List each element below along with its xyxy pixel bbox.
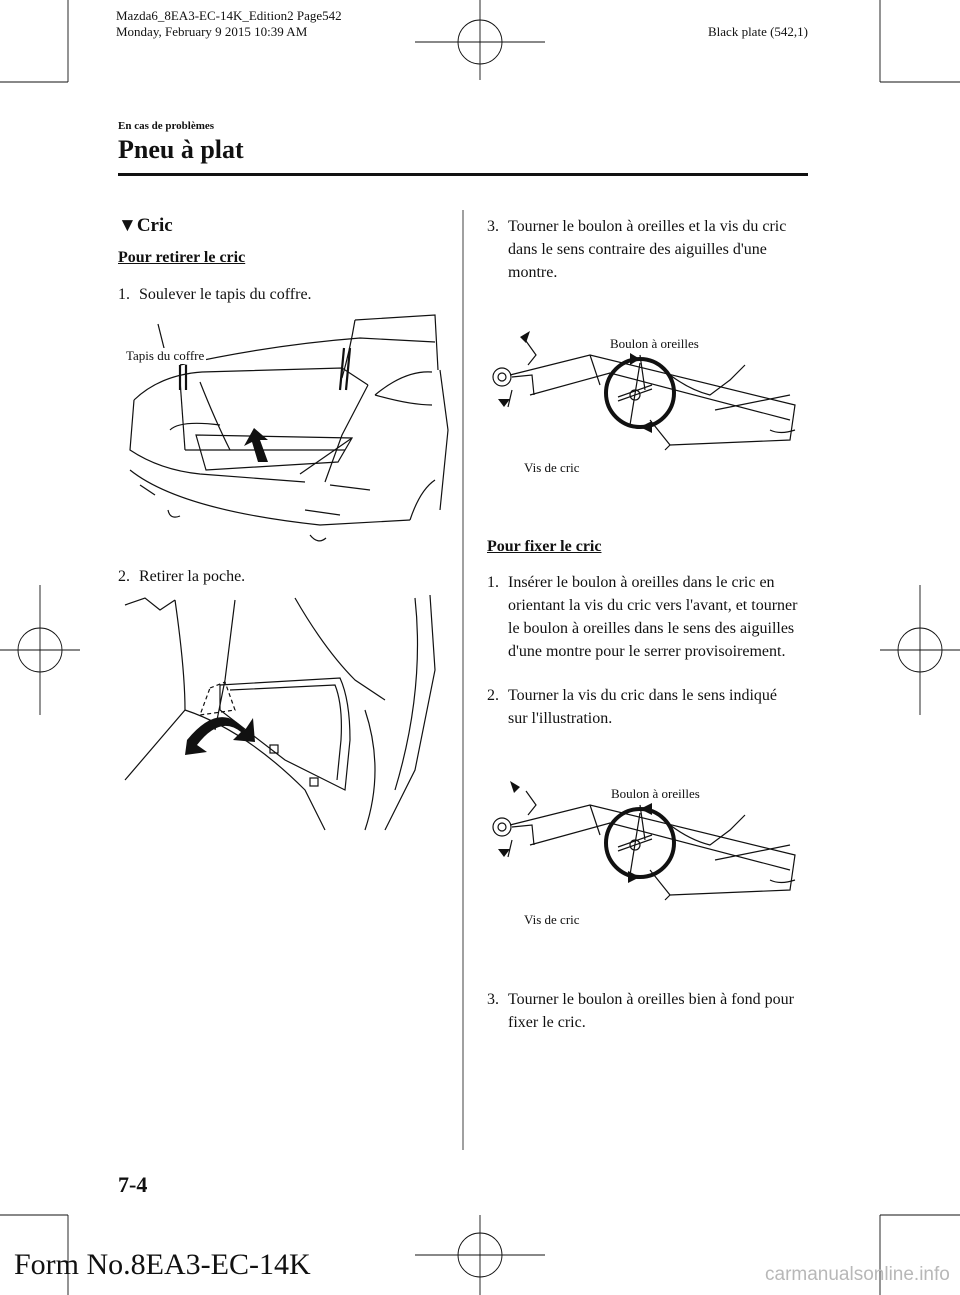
left-step-2: 2. Retirer la poche. [118, 565, 418, 588]
label-bolt-2: Boulon à oreilles [610, 786, 701, 802]
step-number: 3. [487, 218, 499, 235]
step-number: 3. [487, 991, 499, 1008]
step-text: Tourner la vis du cric dans le sens indi… [508, 687, 778, 727]
step-text: Tourner le boulon à oreilles et la vis d… [508, 218, 787, 281]
figure-jack-tighten [492, 781, 796, 901]
title-rule [118, 173, 808, 176]
figure-pouch [124, 594, 436, 831]
step-number: 2. [487, 687, 499, 704]
page-title: Pneu à plat [118, 135, 244, 164]
file-date: Monday, February 9 2015 10:39 AM [116, 24, 308, 39]
step-text: Insérer le boulon à oreilles dans le cri… [508, 574, 798, 660]
label-screw-1: Vis de cric [524, 460, 580, 475]
step-text: Soulever le tapis du coffre. [139, 286, 312, 303]
page-number: 7-4 [118, 1172, 148, 1197]
label-bolt-1: Boulon à oreilles [609, 336, 700, 352]
label-screw-2: Vis de cric [524, 912, 580, 927]
step-text: Tourner le boulon à oreilles bien à fond… [508, 991, 794, 1031]
section-heading: ▼Cric [118, 215, 173, 237]
subheading-remove-jack: Pour retirer le cric [118, 249, 246, 266]
form-number: Form No.8EA3-EC-14K [14, 1248, 311, 1281]
triangle-down-icon: ▼ [118, 215, 137, 236]
plate-info: Black plate (542,1) [708, 24, 808, 39]
figure-jack-loosen [492, 331, 796, 451]
subheading-fix-jack: Pour fixer le cric [487, 538, 602, 555]
step-number: 1. [118, 286, 130, 303]
file-name: Mazda6_8EA3-EC-14K_Edition2 Page542 [116, 8, 342, 23]
right-step-3-tighten: 3. Tourner le boulon à oreilles bien à f… [487, 988, 807, 1034]
section-name: En cas de problèmes [118, 120, 215, 132]
right-step-1: 1. Insérer le boulon à oreilles dans le … [487, 571, 807, 663]
heading-text: Cric [136, 215, 173, 236]
figure-label-trunk-mat: Tapis du coffre [124, 348, 207, 364]
step-number: 1. [487, 574, 499, 591]
figure-trunk-mat [129, 314, 449, 542]
right-step-2: 2. Tourner la vis du cric dans le sens i… [487, 684, 787, 730]
file-info: Mazda6_8EA3-EC-14K_Edition2 Page542 Mond… [116, 8, 342, 40]
left-step-1: 1. Soulever le tapis du coffre. [118, 283, 418, 306]
right-step-3-remove: 3. Tourner le boulon à oreilles et la vi… [487, 215, 807, 284]
watermark: carmanualsonline.info [765, 1264, 950, 1285]
step-number: 2. [118, 568, 130, 585]
step-text: Retirer la poche. [139, 568, 246, 585]
